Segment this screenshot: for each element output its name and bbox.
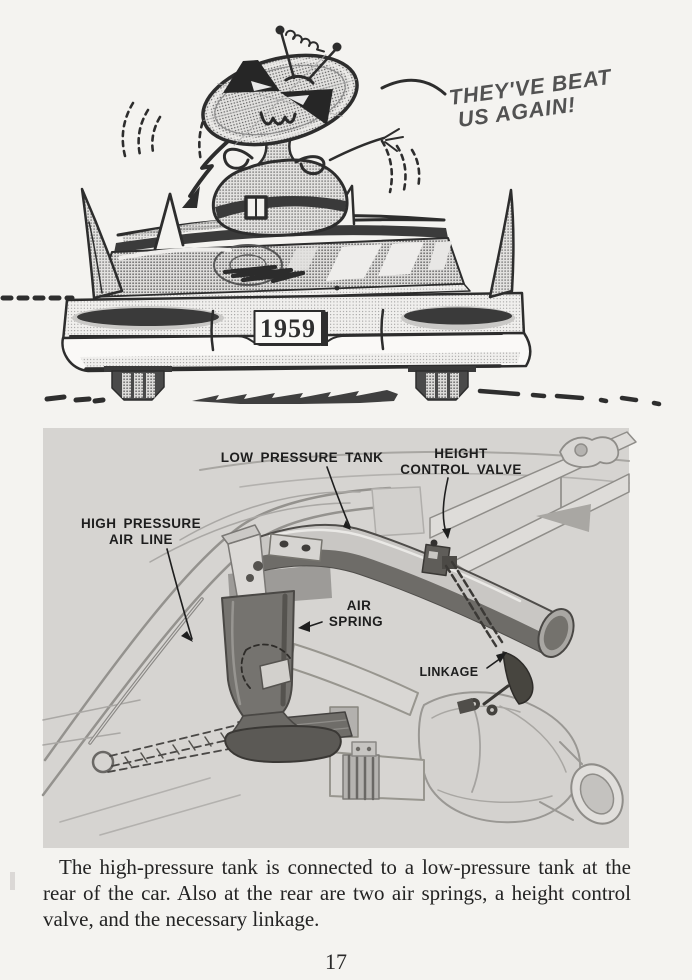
svg-text:AIR LINE: AIR LINE — [109, 532, 173, 547]
svg-text:SPRING: SPRING — [329, 614, 383, 629]
svg-text:HEIGHT: HEIGHT — [434, 446, 488, 461]
svg-text:LINKAGE: LINKAGE — [419, 665, 478, 679]
svg-text:HIGH PRESSURE: HIGH PRESSURE — [81, 516, 201, 531]
svg-text:AIR: AIR — [347, 598, 371, 613]
svg-text:CONTROL VALVE: CONTROL VALVE — [400, 462, 521, 477]
svg-text:LOW PRESSURE TANK: LOW PRESSURE TANK — [221, 450, 384, 465]
svg-text:1959: 1959 — [260, 314, 316, 343]
